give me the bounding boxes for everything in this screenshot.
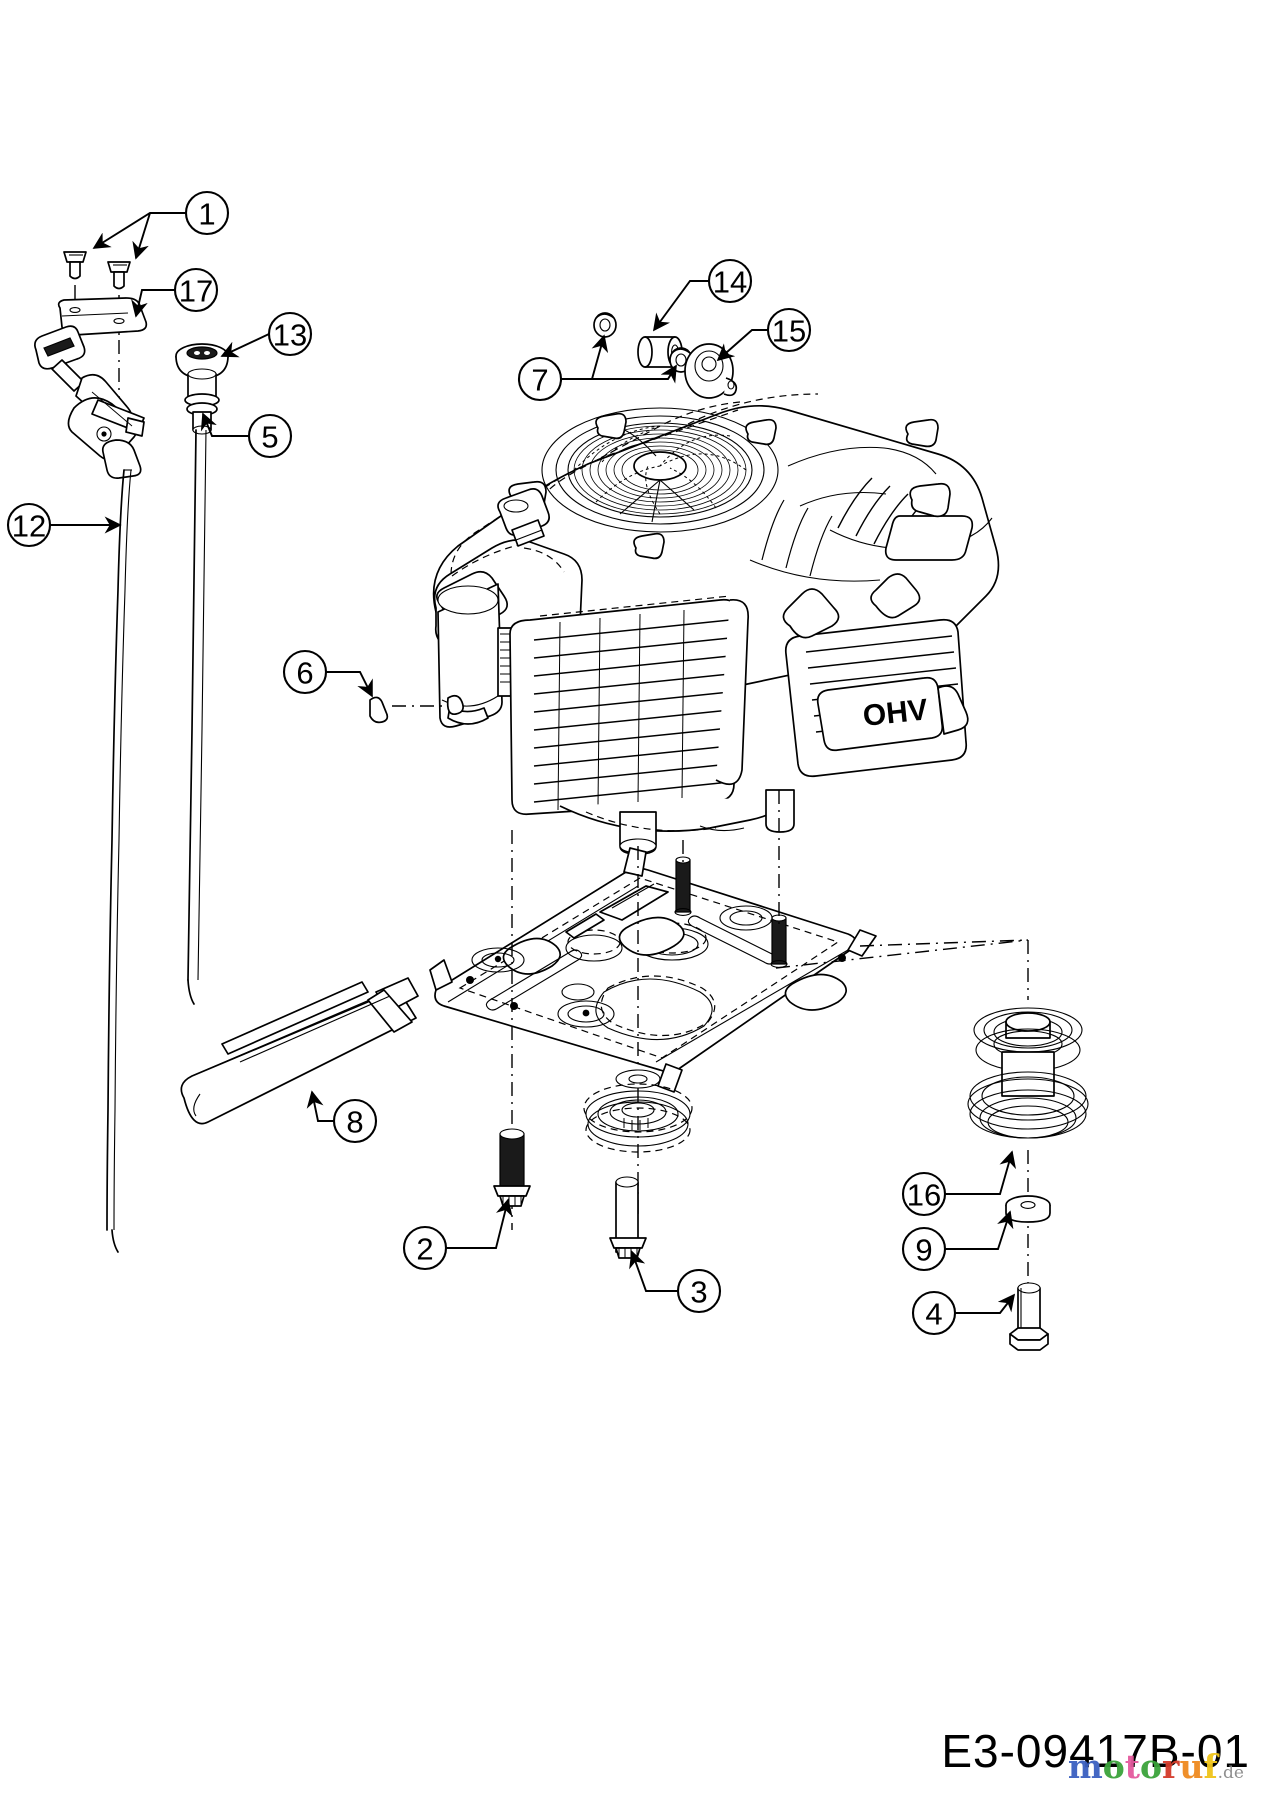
plate-studs bbox=[674, 856, 788, 968]
callout-number: 3 bbox=[690, 1275, 707, 1310]
callout-number: 5 bbox=[261, 420, 278, 455]
watermark-letter-5: u bbox=[1179, 1747, 1204, 1786]
callout-bubble-6[interactable]: 6 bbox=[282, 649, 328, 695]
callout-bubble-13[interactable]: 13 bbox=[267, 311, 313, 357]
ohv-marking: OHV bbox=[861, 693, 929, 733]
callout-number: 16 bbox=[907, 1178, 941, 1213]
callout-circle bbox=[6, 502, 52, 548]
screw-part-1b bbox=[107, 261, 131, 290]
callout-number: 17 bbox=[179, 274, 213, 309]
callout-circle bbox=[184, 190, 230, 236]
flat-washer-part-9 bbox=[1005, 1195, 1051, 1223]
engine-base bbox=[559, 789, 795, 855]
double-v-pulley-part-16 bbox=[967, 1007, 1089, 1139]
callout-circle bbox=[901, 1226, 947, 1272]
callout-number: 4 bbox=[925, 1297, 942, 1332]
callout-circle bbox=[766, 307, 812, 353]
callout-circle bbox=[901, 1171, 947, 1217]
callout-number: 15 bbox=[772, 314, 806, 349]
callout-number: 12 bbox=[12, 509, 46, 544]
callout-circle bbox=[267, 311, 313, 357]
callout-number: 2 bbox=[416, 1232, 433, 1267]
callout-bubble-15[interactable]: 15 bbox=[766, 307, 812, 353]
watermark-motoruf: motoruf.de bbox=[1068, 1747, 1244, 1786]
callout-bubble-16[interactable]: 16 bbox=[901, 1171, 947, 1217]
callout-circle bbox=[707, 258, 753, 304]
drawing-number: E3-09417B-01 bbox=[941, 1725, 1250, 1777]
middle-double-pulley bbox=[583, 1083, 693, 1153]
fastener-part-2 bbox=[493, 1128, 531, 1207]
callout-circle bbox=[402, 1225, 448, 1271]
callout-bubble-2[interactable]: 2 bbox=[402, 1225, 448, 1271]
fastener-part-3 bbox=[609, 1176, 647, 1259]
callout-bubble-4[interactable]: 4 bbox=[911, 1290, 957, 1336]
clip-part-6 bbox=[369, 696, 389, 724]
muffler-guard-part-8 bbox=[180, 977, 419, 1125]
watermark-letter-0: m bbox=[1067, 1747, 1103, 1786]
watermark-letter-6: f bbox=[1203, 1747, 1218, 1786]
engine-mount-plate bbox=[429, 847, 877, 1093]
callout-number: 1 bbox=[198, 197, 215, 232]
throttle-lever-body bbox=[34, 325, 145, 479]
callout-bubble-9[interactable]: 9 bbox=[901, 1226, 947, 1272]
callout-bubble-3[interactable]: 3 bbox=[676, 1268, 722, 1314]
throttle-cable-assembly bbox=[34, 251, 229, 1253]
callout-bubble-7[interactable]: 7 bbox=[517, 356, 563, 402]
throttle-cable-part-12 bbox=[106, 469, 132, 1253]
watermark-letter-4: r bbox=[1162, 1747, 1180, 1786]
engine-assembly: OHV bbox=[369, 393, 1000, 855]
callout-circle bbox=[911, 1290, 957, 1336]
callout-number: 7 bbox=[531, 363, 548, 398]
callout-bubble-5[interactable]: 5 bbox=[247, 413, 293, 459]
callout-bubble-17[interactable]: 17 bbox=[173, 267, 219, 313]
watermark-letter-2: t bbox=[1124, 1747, 1141, 1786]
callout-bubble-14[interactable]: 14 bbox=[707, 258, 753, 304]
dipstick-part-13-5 bbox=[175, 343, 229, 1005]
callout-bubble-12[interactable]: 12 bbox=[6, 502, 52, 548]
watermark-letter-1: o bbox=[1102, 1747, 1125, 1786]
callout-circle bbox=[173, 267, 219, 313]
callout-number: 6 bbox=[296, 656, 313, 691]
callout-circle bbox=[282, 649, 328, 695]
callout-circle bbox=[517, 356, 563, 402]
callout-number: 9 bbox=[915, 1233, 932, 1268]
callout-bubble-1[interactable]: 1 bbox=[184, 190, 230, 236]
watermark-suffix: .de bbox=[1217, 1763, 1244, 1783]
hex-bolt-part-4 bbox=[1009, 1282, 1049, 1351]
callout-circle bbox=[247, 413, 293, 459]
callout-number: 13 bbox=[273, 318, 307, 353]
middle-pulley bbox=[583, 1069, 693, 1153]
coil-cap-part-15 bbox=[684, 343, 738, 399]
callout-circle bbox=[676, 1268, 722, 1314]
valve-cover-ohv: OHV bbox=[782, 573, 969, 778]
callout-number: 14 bbox=[713, 265, 747, 300]
watermark-letter-3: o bbox=[1140, 1747, 1163, 1786]
recoil-starter-fan bbox=[541, 407, 779, 533]
callout-number: 8 bbox=[346, 1105, 363, 1140]
screw-part-1a bbox=[63, 251, 87, 280]
cylinder-cooling-fins bbox=[509, 595, 750, 816]
callout-circle bbox=[332, 1098, 378, 1144]
callout-bubble-8[interactable]: 8 bbox=[332, 1098, 378, 1144]
small-hardware-group bbox=[593, 312, 738, 399]
grommet-part-7a bbox=[593, 312, 617, 338]
